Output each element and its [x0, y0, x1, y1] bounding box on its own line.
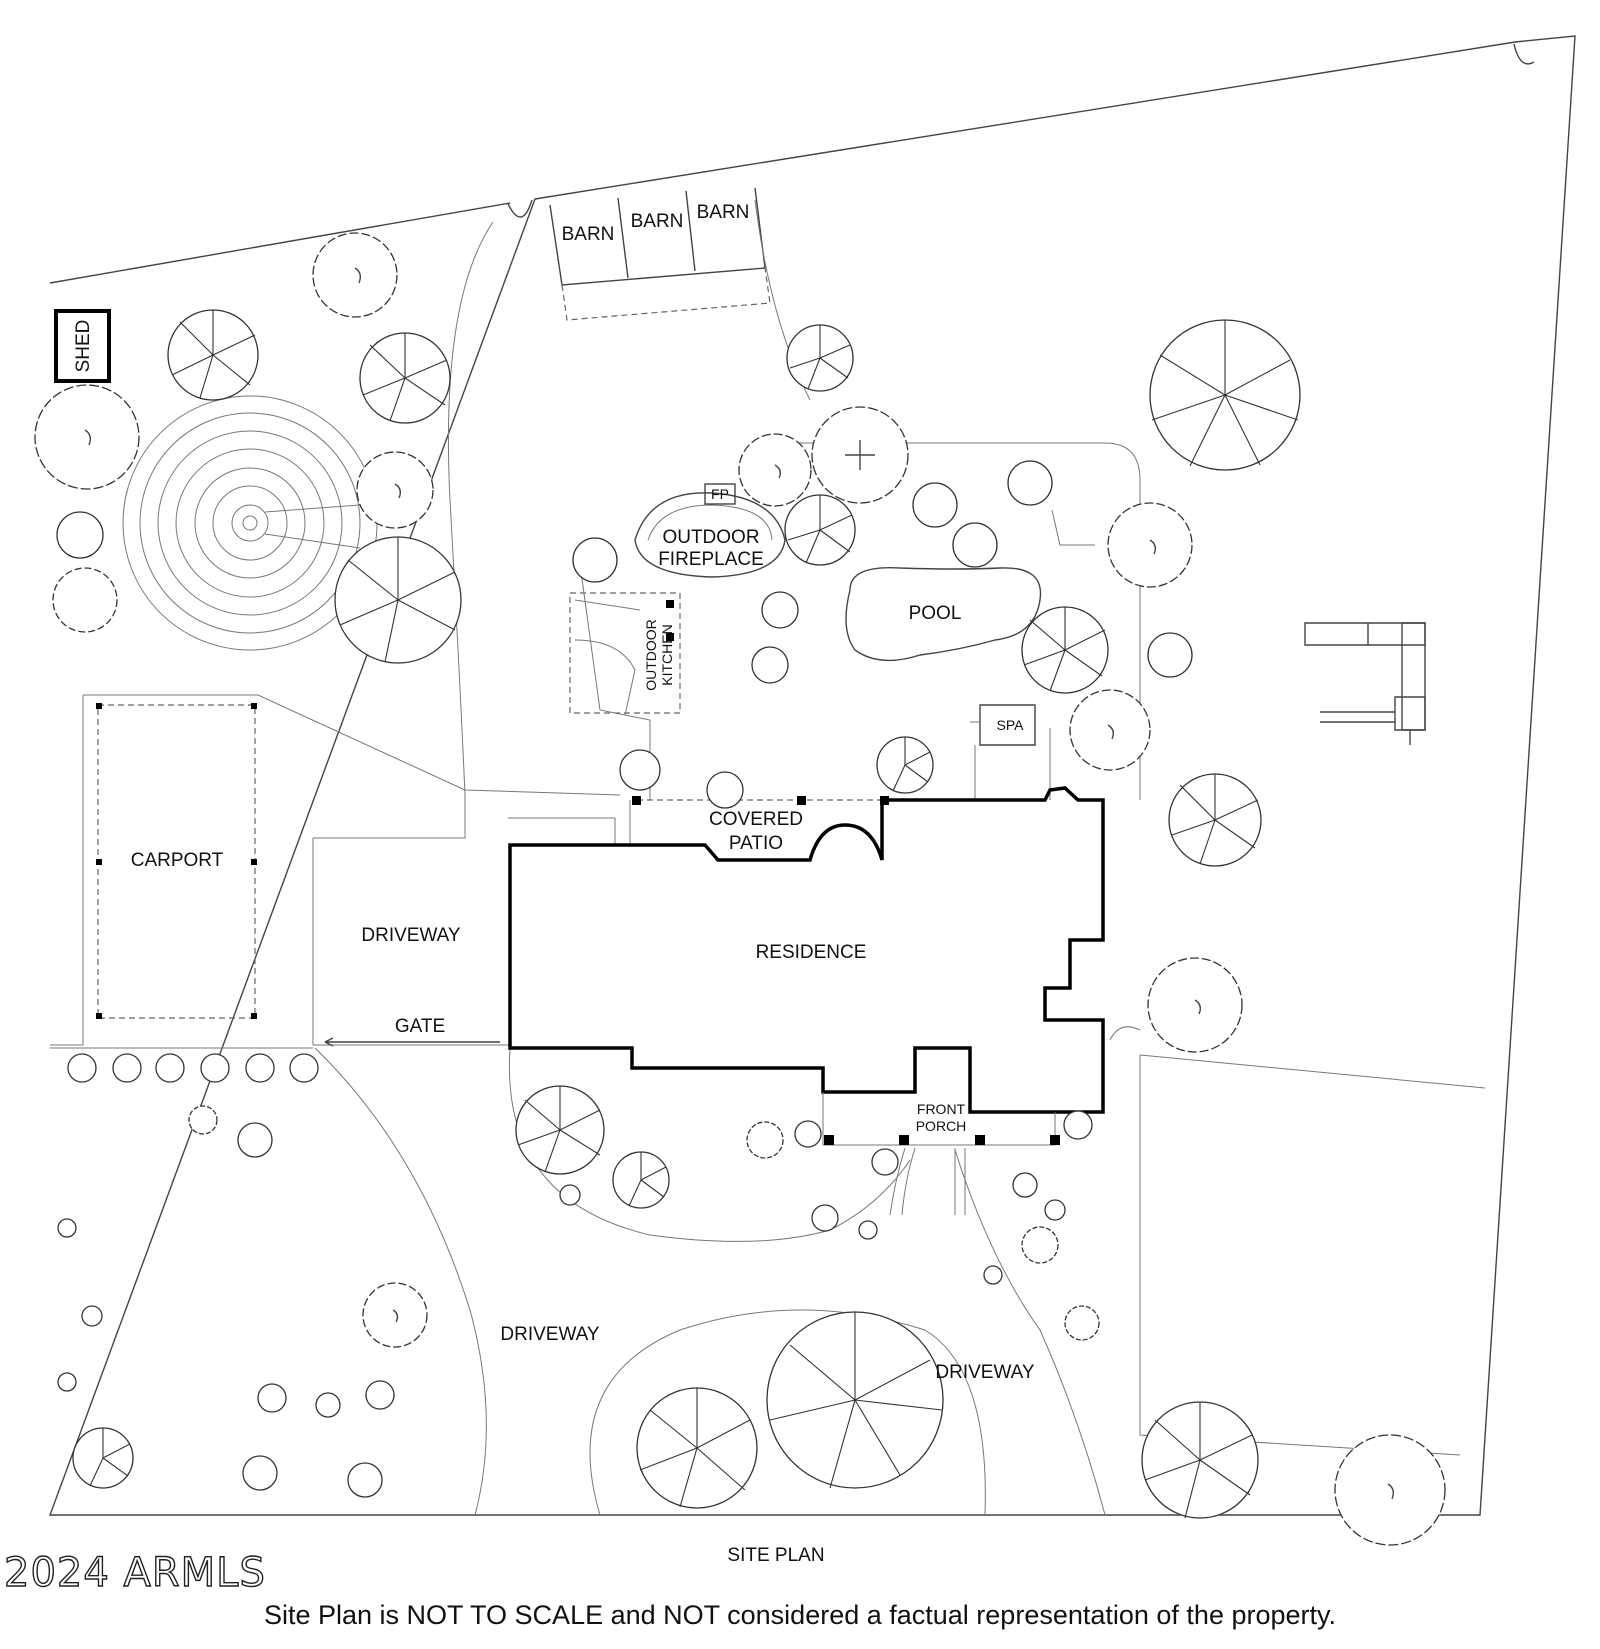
pool-fence	[790, 442, 1141, 1041]
tree	[1168, 773, 1262, 867]
tree	[359, 332, 451, 424]
shed-label: SHED	[73, 320, 94, 373]
labyrinth	[122, 395, 378, 651]
barn-label-3: BARN	[697, 202, 750, 223]
tree	[612, 1151, 670, 1209]
outdoor-fireplace-label-1: OUTDOOR	[662, 527, 759, 548]
fp-box	[704, 483, 736, 505]
driveway-pad	[312, 795, 510, 1046]
tree	[786, 324, 854, 392]
tree	[766, 1311, 944, 1489]
driveway-label-north: DRIVEWAY	[361, 925, 461, 946]
gate-label: GATE	[395, 1016, 445, 1037]
covered-patio-label-1: COVERED	[709, 809, 803, 830]
play-structure	[1304, 622, 1426, 745]
tree	[636, 1387, 758, 1509]
tree	[1069, 689, 1151, 771]
gate-arrow	[324, 1037, 500, 1047]
shrubs	[52, 460, 1193, 1498]
east-yard-lines	[1139, 1054, 1486, 1456]
driveway-curve-sw	[314, 1047, 487, 1516]
driveway-label-east: DRIVEWAY	[935, 1362, 1035, 1383]
tree	[72, 1427, 134, 1489]
outdoor-kitchen-label-1: OUTDOOR	[643, 619, 659, 691]
disclaimer-text: Site Plan is NOT TO SCALE and NOT consid…	[263, 1600, 1337, 1630]
property-boundary	[48, 35, 1576, 1516]
pool-label: POOL	[909, 603, 962, 624]
armls-watermark: 2024 ARMLS	[3, 1549, 266, 1596]
driveway-curve-se	[954, 1149, 1106, 1516]
north-yard-line	[50, 695, 84, 1046]
carport-label: CARPORT	[131, 850, 224, 871]
fp-label: FP	[711, 486, 729, 502]
east-fence-detail	[1051, 509, 1095, 546]
residence-outline	[508, 786, 1105, 1114]
shed-building	[54, 309, 111, 383]
site-plan-title: SITE PLAN	[727, 1545, 824, 1566]
tree	[356, 451, 434, 529]
outdoor-fireplace-label-2: FIREPLACE	[658, 549, 764, 570]
barn-label-1: BARN	[562, 224, 615, 245]
tree	[876, 736, 934, 794]
spa-label: SPA	[997, 717, 1025, 733]
pool-outline	[845, 566, 1042, 662]
tree	[1021, 606, 1109, 694]
tree	[1149, 319, 1301, 471]
driveway-loop	[589, 1309, 986, 1516]
tree	[312, 232, 398, 318]
front-walkways	[889, 1147, 966, 1216]
residence-label: RESIDENCE	[756, 942, 867, 963]
tree	[811, 406, 909, 504]
outdoor-kitchen-label-2: KITCHEN	[659, 624, 675, 685]
tree	[167, 309, 259, 401]
front-porch-label-2: PORCH	[916, 1118, 967, 1134]
tree	[362, 1282, 428, 1348]
barn-label-2: BARN	[631, 211, 684, 232]
boundary-notch-ne	[1513, 43, 1535, 65]
front-porch-label-1: FRONT	[917, 1101, 966, 1117]
front-porch-outline	[822, 1092, 1056, 1146]
tree	[515, 1085, 605, 1175]
boundary-notch-north	[507, 199, 533, 218]
covered-patio-label-2: PATIO	[729, 833, 783, 854]
tree	[34, 384, 140, 490]
tree	[1107, 502, 1193, 588]
driveway-label-west: DRIVEWAY	[500, 1324, 600, 1345]
tree	[738, 433, 812, 507]
yard-curve-west	[447, 221, 494, 796]
tree	[1141, 1401, 1259, 1519]
carport-pad	[83, 694, 621, 796]
tree	[1334, 1434, 1446, 1546]
tree	[1147, 957, 1243, 1053]
spa-outline	[979, 704, 1036, 746]
barns	[549, 187, 771, 321]
tree	[784, 494, 856, 566]
outdoor-fireplace-outline	[634, 492, 786, 578]
tree	[334, 536, 462, 664]
